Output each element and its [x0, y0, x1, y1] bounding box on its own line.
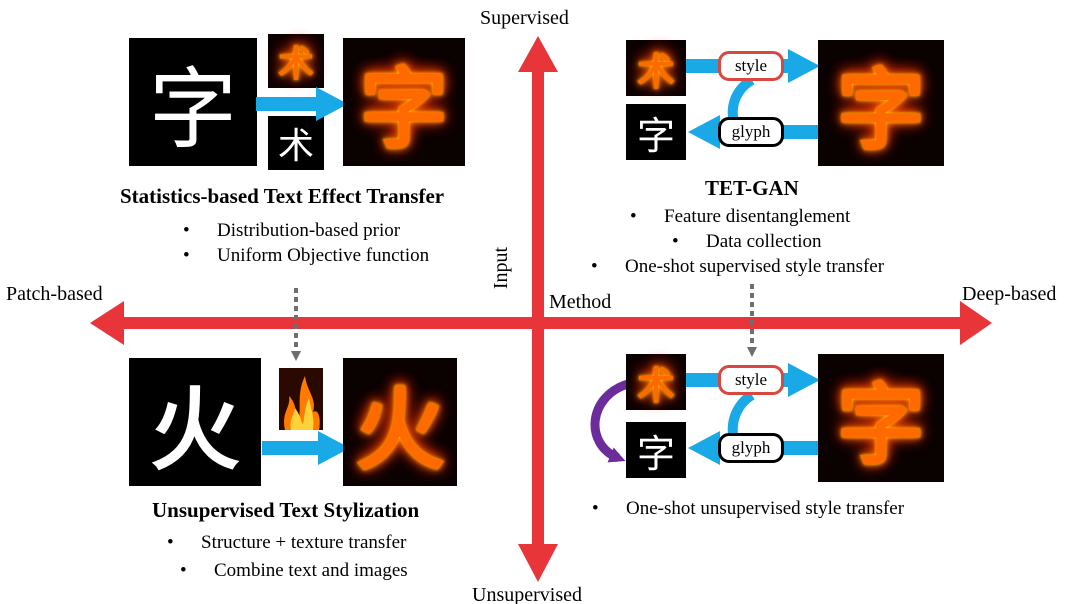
oneshot-style-fire-tile: 术: [626, 354, 686, 410]
tetgan-glyph-pill: glyph: [718, 117, 784, 147]
result-fire-tile-top-left: 字: [343, 38, 465, 166]
title-statistics-based: Statistics-based Text Effect Transfer: [120, 184, 445, 208]
bullet-item: One-shot unsupervised style transfer: [592, 496, 904, 521]
bullets-top-right-a: Feature disentanglement: [630, 204, 850, 229]
bullet-item: One-shot supervised style transfer: [591, 254, 884, 279]
bullet-item: Feature disentanglement: [630, 204, 850, 229]
oneshot-result-fire-tile: 字: [818, 354, 944, 482]
bullet-item: Uniform Objective function: [183, 243, 429, 268]
oneshot-glyph-pill: glyph: [718, 433, 784, 463]
title-tet-gan: TET-GAN: [705, 176, 799, 200]
tetgan-plain-glyph-tile: 字: [626, 104, 686, 160]
bullet-item: Combine text and images: [180, 558, 408, 583]
transfer-arrow-bottom-left: [262, 431, 350, 465]
transfer-arrow-top-left: [256, 87, 348, 121]
style-fire-tile: 术: [268, 34, 324, 88]
bullets-top-right-b: Data collection: [672, 229, 822, 254]
axis-caption-method: Method: [549, 291, 612, 313]
axis-label-supervised: Supervised: [480, 7, 569, 29]
title-unsupervised-stylization: Unsupervised Text Stylization: [152, 498, 420, 522]
source-fire-glyph-tile: 火: [129, 358, 261, 486]
vertical-axis-line: [532, 68, 544, 544]
axis-label-deep-based: Deep-based: [962, 283, 1057, 305]
axis-arrowhead-right: [960, 301, 992, 345]
tetgan-style-fire-tile: 术: [626, 40, 686, 96]
axis-arrowhead-left: [90, 301, 124, 345]
oneshot-style-pill: style: [718, 365, 784, 395]
source-glyph-tile: 字: [129, 38, 257, 166]
bullets-bottom-right: One-shot unsupervised style transfer: [592, 496, 904, 521]
tetgan-result-fire-tile: 字: [818, 40, 944, 166]
tetgan-style-pill: style: [718, 51, 784, 81]
style-plain-tile: 术: [268, 116, 324, 170]
cycle-arrow: [590, 379, 630, 463]
flame-texture-icon: [279, 368, 323, 430]
oneshot-plain-glyph-tile: 字: [626, 422, 686, 478]
bullets-bottom-left-b: Combine text and images: [180, 558, 408, 583]
axis-caption-input: Input: [490, 246, 513, 290]
bullets-top-right-c: One-shot supervised style transfer: [591, 254, 884, 279]
horizontal-axis-line: [122, 317, 964, 329]
axis-arrowhead-down: [518, 544, 558, 582]
axis-arrowhead-up: [518, 36, 558, 72]
bullet-item: Distribution-based prior: [183, 218, 429, 243]
bullets-top-left: Distribution-based prior Uniform Objecti…: [183, 218, 429, 268]
bullets-bottom-left-a: Structure + texture transfer: [167, 530, 406, 555]
bullet-item: Data collection: [672, 229, 822, 254]
axis-label-unsupervised: Unsupervised: [472, 584, 582, 604]
bullet-item: Structure + texture transfer: [167, 530, 406, 555]
result-fire-tile-bottom-left: 火: [343, 358, 457, 486]
axis-label-patch-based: Patch-based: [6, 283, 103, 305]
